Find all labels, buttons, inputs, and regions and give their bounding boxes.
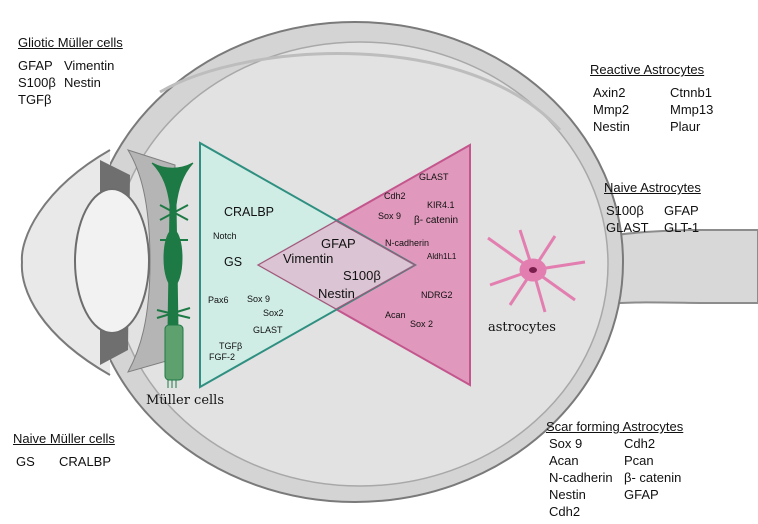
pink-sox9: Sox 9 <box>378 211 401 221</box>
marker: β- catenin <box>624 470 682 485</box>
naive-muller-title: Naive Müller cells <box>13 431 115 446</box>
pink-kir41: KIR4.1 <box>427 200 455 210</box>
marker: CRALBP <box>59 454 112 469</box>
marker: GS <box>16 454 35 469</box>
marker-row: GLAST GLT-1 <box>604 219 701 236</box>
naive-muller-block: Naive Müller cells GS CRALBP <box>13 430 115 470</box>
muller-cells-label: Müller cells <box>146 393 224 408</box>
marker: Nestin <box>549 487 586 502</box>
overlap-vimentin: Vimentin <box>283 251 333 266</box>
muller-cell-illustration <box>151 162 194 388</box>
marker: Axin2 <box>593 85 626 100</box>
marker: Mmp13 <box>670 102 714 117</box>
marker-row: Acan Pcan <box>546 452 683 469</box>
overlap-s100b: S100β <box>343 268 381 283</box>
marker-row: TGFβ <box>18 91 123 108</box>
gliotic-muller-title: Gliotic Müller cells <box>18 35 123 50</box>
marker-row: S100β Nestin <box>18 74 123 91</box>
marker: N-cadherin <box>549 470 613 485</box>
teal-sox2: Sox2 <box>263 308 284 318</box>
reactive-astrocytes-title: Reactive Astrocytes <box>590 62 705 77</box>
retina-edge <box>159 52 562 132</box>
marker-row: Mmp2 Mmp13 <box>590 101 713 118</box>
scar-forming-astrocytes-block: Scar forming Astrocytes Sox 9 Cdh2 Acan Pc… <box>546 418 683 520</box>
marker: Nestin <box>64 75 101 90</box>
marker: GFAP <box>18 58 53 73</box>
pink-acan: Acan <box>385 310 406 320</box>
marker: GLT-1 <box>664 220 700 235</box>
marker: GLAST <box>606 220 649 235</box>
naive-astrocytes-block: Naive Astrocytes S100β GFAP GLAST GLT-1 <box>604 179 701 236</box>
marker: Vimentin <box>64 58 115 73</box>
marker: Nestin <box>593 119 630 134</box>
pink-sox2: Sox 2 <box>410 319 433 329</box>
teal-sox9: Sox 9 <box>247 294 270 304</box>
astrocyte-illustration <box>487 229 586 313</box>
pink-ncadherin: N-cadherin <box>385 238 429 248</box>
overlap-nestin: Nestin <box>318 286 355 301</box>
marker-row: N-cadherin β- catenin <box>546 469 683 486</box>
pink-ndrg2: NDRG2 <box>421 290 453 300</box>
naive-astrocytes-title: Naive Astrocytes <box>604 180 701 195</box>
lens <box>74 188 150 334</box>
marker-row: Nestin Plaur <box>590 118 713 135</box>
marker-row: GS CRALBP <box>13 453 115 470</box>
astrocytes-label: astrocytes <box>488 320 556 335</box>
marker-row: Axin2 Ctnnb1 <box>590 84 713 101</box>
marker-row: S100β GFAP <box>604 202 701 219</box>
teal-glast: GLAST <box>253 325 283 335</box>
overlap-gfap: GFAP <box>321 236 356 251</box>
marker: GFAP <box>624 487 659 502</box>
marker: Ctnnb1 <box>670 85 712 100</box>
scar-forming-astrocytes-title: Scar forming Astrocytes <box>546 419 684 434</box>
marker-row: GFAP Vimentin <box>18 57 123 74</box>
marker-row: Sox 9 Cdh2 <box>546 435 683 452</box>
pink-bcatenin: β- catenin <box>414 215 458 226</box>
marker: S100β <box>606 203 644 218</box>
marker: TGFβ <box>18 92 52 107</box>
teal-pax6: Pax6 <box>208 295 229 305</box>
marker: Plaur <box>670 119 701 134</box>
marker: Mmp2 <box>593 102 630 117</box>
teal-gs: GS <box>224 255 242 269</box>
pink-cdh2: Cdh2 <box>384 191 406 201</box>
gliotic-muller-block: Gliotic Müller cells GFAP Vimentin S100β N… <box>18 34 123 108</box>
teal-cralbp: CRALBP <box>224 205 274 219</box>
overlap-region <box>256 220 417 310</box>
marker: S100β <box>18 75 56 90</box>
marker-row: Cdh2 <box>546 503 683 520</box>
marker-row: Nestin GFAP <box>546 486 683 503</box>
marker: Cdh2 <box>549 504 581 519</box>
reactive-astrocytes-block: Reactive Astrocytes Axin2 Ctnnb1 Mmp2 Mmp1… <box>590 61 713 135</box>
marker: Cdh2 <box>624 436 656 451</box>
marker: Pcan <box>624 453 654 468</box>
teal-notch: Notch <box>213 231 237 241</box>
marker: Sox 9 <box>549 436 583 451</box>
marker: Acan <box>549 453 579 468</box>
teal-tgfb: TGFβ <box>219 341 242 351</box>
marker: GFAP <box>664 203 699 218</box>
pink-glast: GLAST <box>419 172 449 182</box>
teal-fgf2: FGF-2 <box>209 352 235 362</box>
pink-aldh1l1: Aldh1L1 <box>427 252 457 261</box>
